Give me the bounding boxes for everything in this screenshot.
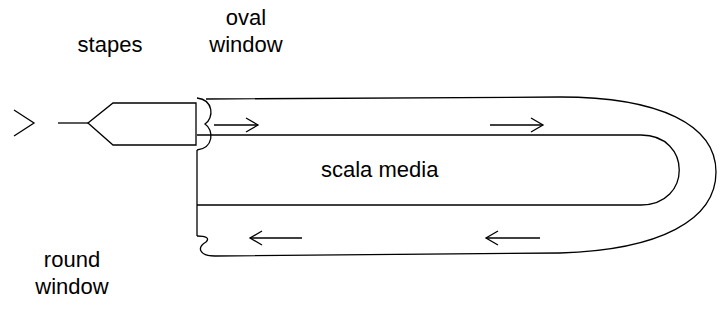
flow-arrow: [214, 118, 258, 132]
stapes-rod: [58, 122, 88, 123]
oval-window-membrane: [197, 98, 211, 150]
chamber-outline-path: [197, 135, 679, 205]
cochlea-outline: [206, 97, 716, 256]
part-label: oval window: [206, 4, 286, 58]
flow-arrow: [486, 231, 540, 245]
cochlea-wall: [196, 150, 197, 236]
part-label: stapes: [65, 31, 155, 58]
part-label: round window: [27, 246, 117, 300]
input-arrow: [14, 110, 34, 136]
scala-media-chamber: scala media: [197, 135, 690, 205]
flow-arrow: [490, 118, 543, 132]
chamber-label: scala media: [321, 157, 438, 183]
flow-arrow: [250, 231, 302, 245]
chamber-outline: [197, 135, 690, 205]
round-window-membrane: [197, 236, 215, 256]
stapes-shape: [88, 103, 196, 145]
